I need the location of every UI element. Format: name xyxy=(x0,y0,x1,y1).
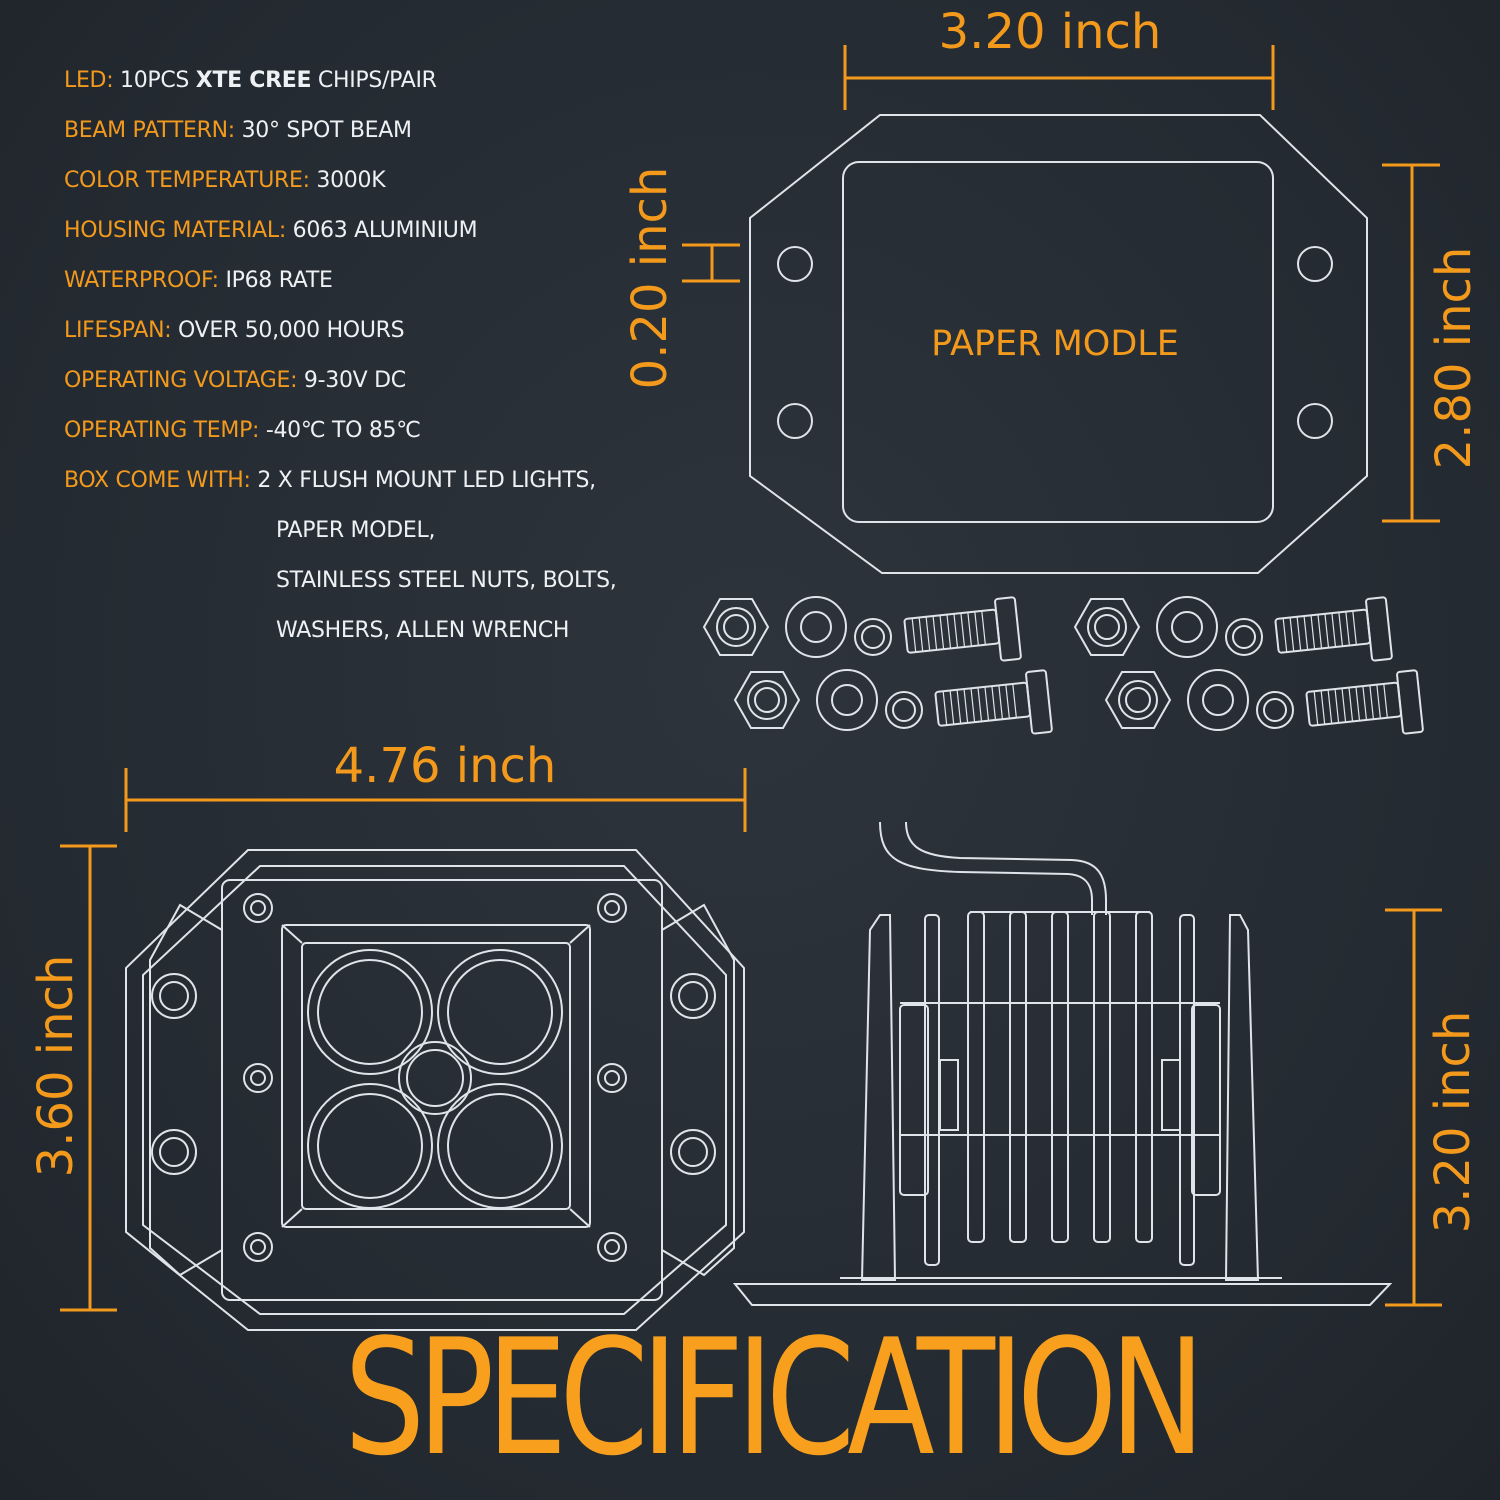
spec-key: BOX COME WITH: xyxy=(64,468,251,493)
side-view-light xyxy=(732,821,1393,1306)
spec-value: 30° SPOT BEAM xyxy=(235,118,412,143)
box-contents-item: STAINLESS STEEL NUTS, BOLTS, xyxy=(276,568,617,593)
hole-size-label: 0.20 inch xyxy=(622,167,678,390)
hardware-set xyxy=(1105,669,1425,735)
spec-value: 10PCS XTE CREE CHIPS/PAIR xyxy=(113,68,437,93)
spec-value-part: 3000K xyxy=(309,168,386,193)
template-height-label: 2.80 inch xyxy=(1426,247,1482,470)
box-contents-item: WASHERS, ALLEN WRENCH xyxy=(276,618,570,643)
spec-row: COLOR TEMPERATURE: 3000K xyxy=(64,156,664,206)
front-width-dimension xyxy=(124,768,747,832)
spec-value-part: 2 X FLUSH MOUNT LED LIGHTS, xyxy=(250,468,596,493)
box-contents-item: PAPER MODEL, xyxy=(276,518,436,543)
template-width-label: 3.20 inch xyxy=(939,4,1162,60)
spec-row: LED: 10PCS XTE CREE CHIPS/PAIR xyxy=(64,56,664,106)
spec-value: 6063 ALUMINIUM xyxy=(285,218,478,243)
spec-value-part: CHIPS/PAIR xyxy=(311,68,437,93)
spec-row: BOX COME WITH: 2 X FLUSH MOUNT LED LIGHT… xyxy=(64,456,664,506)
spec-value: 9-30V DC xyxy=(297,368,406,393)
spec-key: OPERATING TEMP: xyxy=(64,418,260,443)
front-width-label: 4.76 inch xyxy=(334,738,557,794)
spec-value-part: 6063 ALUMINIUM xyxy=(285,218,478,243)
spec-value: IP68 RATE xyxy=(218,268,333,293)
spec-key: COLOR TEMPERATURE: xyxy=(64,168,310,193)
spec-row: BEAM PATTERN: 30° SPOT BEAM xyxy=(64,106,664,156)
spec-row: WATERPROOF: IP68 RATE xyxy=(64,256,664,306)
spec-value-part: 30° SPOT BEAM xyxy=(234,118,412,143)
spec-value: 2 X FLUSH MOUNT LED LIGHTS, xyxy=(251,468,596,493)
hardware-set xyxy=(1074,596,1394,662)
spec-key: LED: xyxy=(64,68,114,93)
spec-value: OVER 50,000 HOURS xyxy=(171,318,405,343)
hardware-set xyxy=(703,596,1023,662)
spec-value: 3000K xyxy=(309,168,386,193)
paper-template xyxy=(749,114,1368,574)
led-reflector xyxy=(307,949,433,1075)
hardware-set xyxy=(734,669,1054,735)
mount-hole xyxy=(1297,246,1333,282)
front-view-light xyxy=(125,849,745,1331)
spec-key: BEAM PATTERN: xyxy=(64,118,235,143)
front-height-label: 3.60 inch xyxy=(28,955,84,1178)
spec-value-part: XTE CREE xyxy=(195,68,312,93)
spec-value-part: 9-30V DC xyxy=(297,368,406,393)
hole-dimension xyxy=(682,243,740,283)
front-height-dimension xyxy=(60,844,117,1312)
template-width-dimension xyxy=(843,45,1275,110)
spec-value-part: -40℃ TO 85℃ xyxy=(259,418,421,443)
template-name: PAPER MODLE xyxy=(931,324,1179,364)
spec-row: LIFESPAN: OVER 50,000 HOURS xyxy=(64,306,664,356)
spec-key: HOUSING MATERIAL: xyxy=(64,218,286,243)
side-height-dimension xyxy=(1385,908,1442,1307)
led-reflector xyxy=(437,1083,563,1209)
spec-row: OPERATING TEMP: -40℃ TO 85℃ xyxy=(64,406,664,456)
spec-value: -40℃ TO 85℃ xyxy=(259,418,421,443)
hardware-kit xyxy=(703,596,1425,735)
spec-row: HOUSING MATERIAL: 6063 ALUMINIUM xyxy=(64,206,664,256)
spec-key: LIFESPAN: xyxy=(64,318,172,343)
template-height-dimension xyxy=(1382,163,1440,523)
spec-key: WATERPROOF: xyxy=(64,268,219,293)
spec-value-part: 10PCS xyxy=(113,68,196,93)
spec-key: OPERATING VOLTAGE: xyxy=(64,368,298,393)
mount-hole xyxy=(1297,403,1333,439)
mount-hole xyxy=(777,246,813,282)
spec-row: OPERATING VOLTAGE: 9-30V DC xyxy=(64,356,664,406)
led-reflector xyxy=(437,949,563,1075)
spec-value-part: OVER 50,000 HOURS xyxy=(171,318,405,343)
led-reflector xyxy=(398,1041,472,1115)
side-height-label: 3.20 inch xyxy=(1425,1011,1481,1234)
specification-title: SPECIFICATION xyxy=(344,1304,1205,1491)
spec-value-part: IP68 RATE xyxy=(218,268,333,293)
led-reflector xyxy=(307,1083,433,1209)
mount-hole xyxy=(777,403,813,439)
